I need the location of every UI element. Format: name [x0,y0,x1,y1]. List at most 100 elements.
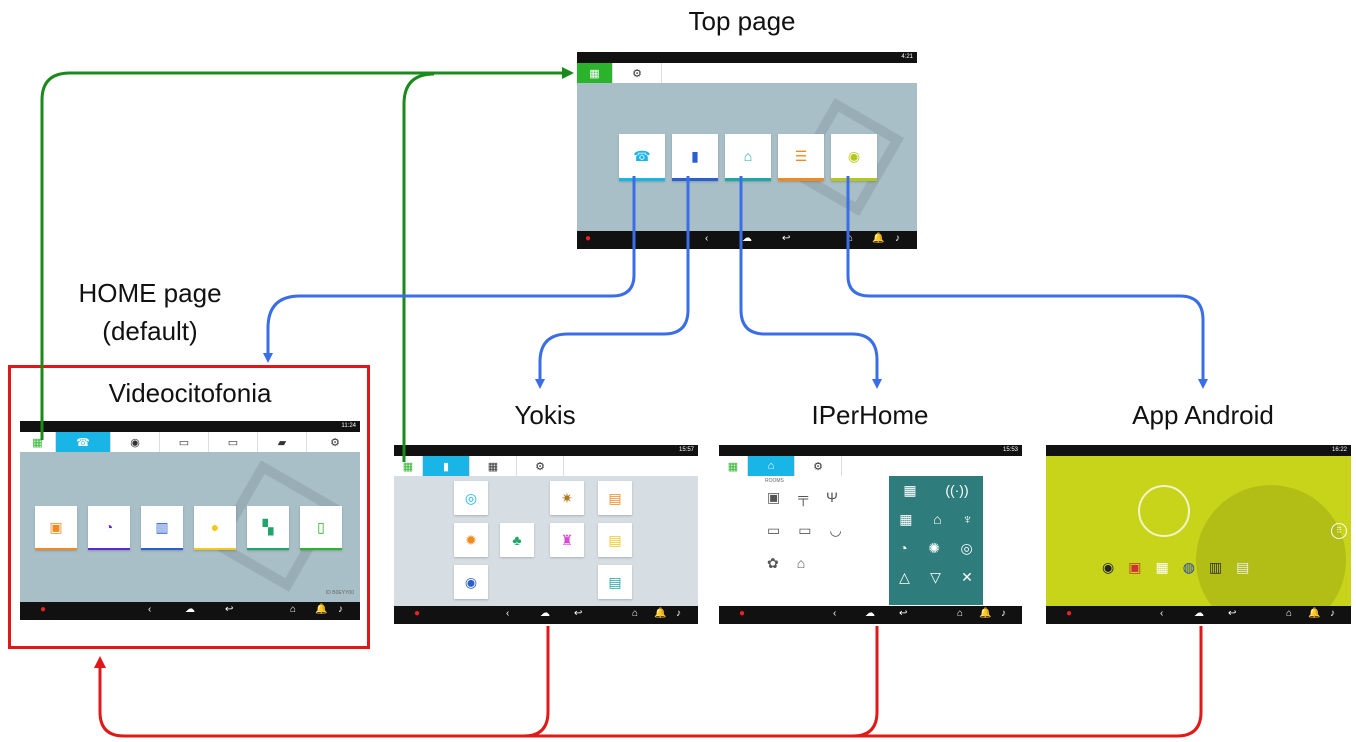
red-arrow-return [94,626,1203,738]
list-tile[interactable]: ☰ [778,134,824,181]
settings-tab-icon[interactable]: ⚙ [613,63,662,83]
bottom-bar: ●‹☁↩⌂🔔♪ [577,231,917,249]
settings-tab-icon[interactable]: ⚙ [330,436,340,449]
status-bar: 16:22 [1046,445,1351,456]
remote-tab-icon[interactable]: ▮ [423,456,470,476]
yokis-label: Yokis [514,400,576,430]
scenes-icon[interactable]: ♆ [962,511,973,527]
status-bar: 15:57 [394,445,698,456]
bedroom2-icon[interactable]: ▭ [798,522,812,538]
camera-tab-icon[interactable]: ▭ [160,432,209,452]
bottom-bar: ●‹☁↩⌂🔔♪ [1046,606,1351,624]
elevator-tile[interactable]: ▥ [141,506,183,550]
home-tab-icon[interactable]: ⌂ [748,456,795,476]
status-bar: 11:24 [20,421,360,432]
yokis-tile-pulsante3[interactable]: ◉ [454,565,488,599]
red-branch-iperhome [852,626,879,738]
yokis-tile-scenario2[interactable]: ▤ [598,523,632,557]
lights-icon[interactable]: ▦ [903,482,917,498]
bottom-bar: ●‹☁↩⌂🔔♪ [394,606,698,624]
intercom-tile[interactable]: ☎ [619,134,665,181]
device-id: ID B0EYY00 [325,590,354,596]
clock-tile[interactable]: ◔ [88,506,130,550]
yokis-tile-pulsante5[interactable]: ✷ [550,481,584,515]
bathroom-icon[interactable]: ◡ [829,522,842,538]
valve-icon[interactable]: ◎ [960,540,973,556]
green-arrow-yokis-to-top [402,72,435,462]
calendar-tab-icon[interactable]: ▦ [470,456,517,476]
home-page-frame [8,365,370,649]
blue-arrow-to-video [263,176,636,363]
dining-room-icon[interactable]: ╤ [798,489,809,505]
rollers-icon[interactable]: ▦ [899,511,913,527]
light-tile[interactable]: ● [194,506,236,550]
wireless-icon[interactable]: ((·)) [945,482,969,498]
yokis-tile-pulsante4[interactable]: ♣ [500,523,534,557]
bottom-bar: ●‹☁↩⌂🔔♪ [719,606,1022,624]
garden-icon[interactable]: ✿ [767,555,779,571]
app-icon-6[interactable]: ▤ [1236,559,1250,575]
videocitofonia-screen: 11:24 ▦ ☎ ◉ ▭ ▭ ▰ ⚙ ▣ ◔ ▥ ● ▚ ▯ ID B0EYY… [20,421,360,620]
app-icon-2[interactable]: ▣ [1128,559,1142,575]
apps-grid-icon[interactable]: ▦ [719,456,748,476]
globe-watermark [1196,485,1346,624]
status-bar: 4:21 [577,52,917,63]
chat-tab-icon[interactable]: ▰ [258,432,307,452]
videocitofonia-label: Videocitofonia [108,378,272,408]
yokis-tile-pulsante2[interactable]: ✹ [454,523,488,557]
iperhome-label: IPerHome [811,400,929,430]
top-page-label: Top page [688,6,796,36]
red-branch-yokis [523,626,550,738]
bedroom1-icon[interactable]: ▭ [767,522,781,538]
blue-arrow-to-yokis [535,176,690,389]
tab-bar: ▦ ▮ ▦ ⚙ [394,456,698,476]
gate-tile[interactable]: ▚ [247,506,289,550]
app-icon-4[interactable]: ◍ [1182,559,1195,575]
living-room-icon[interactable]: ▣ [767,489,781,505]
tab-bar: ▦ ☎ ◉ ▭ ▭ ▰ ⚙ [20,432,360,452]
yokis-tile-pulsante6[interactable]: ♜ [550,523,584,557]
apps-grid-icon[interactable]: ▦ [394,456,423,476]
blue-arrow-to-android [846,176,1208,389]
tab-bar: ▦ ⚙ [577,63,917,83]
status-bar: 15:53 [719,445,1022,456]
settings-tab-icon[interactable]: ⚙ [795,456,842,476]
app-drawer-icon[interactable]: ⠿ [1331,523,1347,539]
bottom-bar: ●‹☁↩⌂🔔♪ [20,602,360,620]
settings-tab-icon[interactable]: ⚙ [517,456,564,476]
apps-grid-icon[interactable]: ▦ [20,432,56,452]
android-screen: 16:22 ⠿ ◉ ▣ ▦ ◍ ▥ ▤ ●‹☁↩⌂🔔♪ [1046,445,1351,624]
app-icon-5[interactable]: ▥ [1208,559,1223,575]
home-default-label: (default) [102,316,198,346]
app-android-label: App Android [1132,400,1274,430]
yokis-tile-scenario3[interactable]: ▤ [598,565,632,599]
up-icon[interactable]: △ [899,569,910,585]
timer-icon[interactable]: ◔ [899,540,908,556]
apps-grid-icon[interactable]: ▦ [577,63,613,83]
down-icon[interactable]: ▽ [930,569,941,585]
exit-tile[interactable]: ▯ [300,506,342,550]
iperhome-tile[interactable]: ⌂ [725,134,771,181]
house-icon[interactable]: ⌂ [933,511,942,527]
yokis-tile-pulsante1[interactable]: ◎ [454,481,488,515]
sun-icon[interactable]: ✺ [928,540,940,556]
app-icon-1[interactable]: ◉ [1102,559,1115,575]
close-icon[interactable]: ✕ [961,569,973,585]
kitchen-icon[interactable]: Ψ [826,489,838,505]
clock-widget [1138,485,1190,537]
iperhome-screen: 15:53 ▦ ⌂ ⚙ ROOMS ▣╤Ψ ▭▭◡ ✿⌂ ▦((·)) ▦⌂♆ … [719,445,1022,624]
message-tab-icon[interactable]: ▭ [209,432,258,452]
yokis-tile-scenario1[interactable]: ▤ [598,481,632,515]
app-icon-3[interactable]: ▦ [1155,559,1169,575]
room-icons: ▣ ╤ Ψ ▭ ▭ ◡ ✿ ⌂ [767,489,842,572]
android-tile[interactable]: ◉ [831,134,877,181]
garage-icon[interactable]: ⌂ [796,555,806,571]
yokis-tile[interactable]: ▮ [672,134,718,181]
intercom-tab-icon[interactable]: ☎ [56,432,111,452]
home-page-label: HOME page [78,278,222,308]
eye-tab-icon[interactable]: ◉ [111,432,160,452]
tab-bar: ▦ ⌂ ⚙ [719,456,1022,476]
door-tile[interactable]: ▣ [35,506,77,550]
controls-panel: ▦ ((·)) ▦ ⌂ ♆ ◔ ✺ ◎ △ ▽ ✕ [889,476,983,605]
